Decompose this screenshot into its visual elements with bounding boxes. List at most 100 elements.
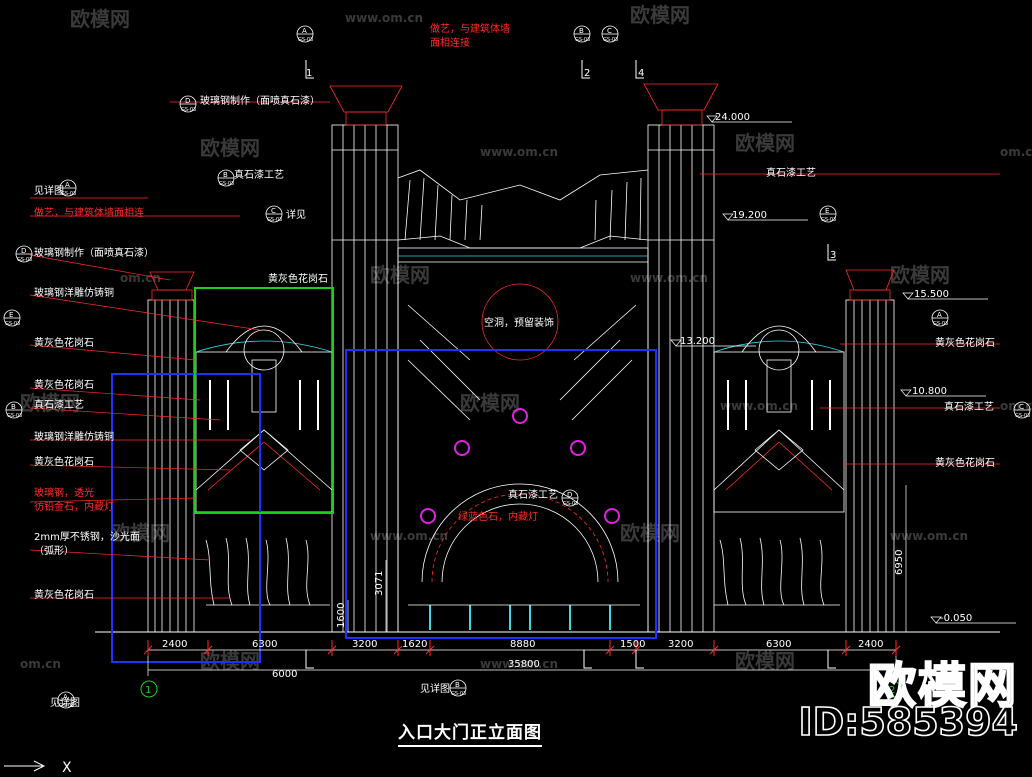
watermark-22: 欧模网 [735, 649, 795, 673]
right-wing [713, 325, 845, 606]
label-bottom-detail: 见详图 [420, 682, 450, 695]
left-small-pillar [147, 271, 195, 633]
axis-circle-2 [884, 680, 902, 698]
dim-0: 2400 [162, 639, 187, 650]
section-mark-1: 1 [306, 68, 312, 79]
detail-bubble-sheet-12: GS-03 [563, 501, 578, 507]
detail-bubble-letter-6: C [271, 207, 276, 215]
label-left-3: 玻璃钢制作（面喷真石漆） [34, 246, 154, 259]
sub-dim: 6000 [272, 669, 297, 680]
elev-1: 19.200 [732, 210, 767, 221]
elev-3: 13.200 [680, 336, 715, 347]
detail-bubble-sheet-3: GS-03 [181, 107, 196, 113]
label-left-6: 黄灰色花岗石 [34, 378, 94, 391]
detail-bubble-letter-10: B [11, 403, 16, 411]
detail-bubble-sheet-15: GS-03 [451, 691, 466, 697]
label-right-3: 黄灰色花岗石 [935, 456, 995, 469]
ucs-x-label: X [62, 760, 72, 776]
total-dim: 35800 [508, 659, 540, 670]
detail-bubble-letter-8: E [9, 311, 13, 319]
watermark-3: 欧模网 [200, 136, 260, 160]
label-left-12: 2mm厚不锈钢，沙光面 [34, 530, 140, 543]
detail-bubble-sheet-11: GS-03 [1015, 413, 1030, 419]
label-arch-red: 绿蓝色石，内藏灯 [458, 510, 538, 523]
elev-4: 10.800 [912, 386, 947, 397]
elevation-mark-1 [722, 213, 808, 221]
detail-bubble-sheet-1: GS-03 [575, 37, 590, 43]
label-left-13: （弧形） [34, 544, 74, 557]
label-left-14: 黄灰色花岗石 [34, 588, 94, 601]
elevation-mark-3 [670, 339, 756, 347]
watermark-12: 欧模网 [460, 391, 520, 415]
blue-outline-left [111, 373, 261, 663]
axis-2-label: 2 [889, 685, 895, 696]
watermark-6: om.cn [1000, 145, 1032, 159]
detail-bubble-letter-2: C [607, 27, 612, 35]
label-left-8: 玻璃钢洋雕仿铸铜 [34, 430, 114, 443]
section-mark-3: 3 [830, 250, 836, 261]
label-granite-left: 黄灰色花岗石 [268, 272, 328, 285]
watermark-1: www.om.cn [345, 11, 423, 25]
vdim-0: 6950 [894, 550, 905, 575]
detail-bubble-letter-11: C [1019, 403, 1024, 411]
ucs-arrow-icon [4, 760, 46, 772]
detail-bubble-sheet-13: GS-03 [821, 217, 836, 223]
label-right-0: 真石漆工艺 [766, 166, 816, 179]
dimension-tick-5 [605, 640, 615, 656]
watermark-9: www.om.cn [630, 271, 708, 285]
right-leader-lines [700, 173, 1000, 465]
detail-bubble-letter-1: B [579, 27, 584, 35]
detail-bubble-sheet-10: GS-03 [7, 413, 22, 419]
label-section-detail: 详见 [286, 208, 306, 221]
elev-5: -0.050 [940, 613, 972, 624]
detail-bubble-sheet-0: GS-03 [298, 37, 313, 43]
dim-3: 1620 [402, 639, 427, 650]
dimension-tick-8 [841, 640, 851, 656]
dimension-tick-7 [709, 640, 719, 656]
label-left-0: 玻璃钢制作（面喷真石漆） [200, 94, 320, 107]
section-mark-4: 4 [638, 68, 644, 79]
blue-outline-center [345, 349, 657, 639]
detail-bubble-sheet-8: GS-03 [5, 321, 20, 327]
elevation-mark-2 [902, 292, 988, 300]
label-circle-text: 空洞，预留装饰 [484, 316, 554, 329]
vdim-2: 1600 [336, 603, 347, 628]
watermark-16: www.om.cn [370, 529, 448, 543]
label-left-5: 黄灰色花岗石 [34, 336, 94, 349]
label-left-detail: 见详图 [50, 696, 80, 709]
axis-circle-1 [140, 680, 158, 698]
watermark-10: 欧模网 [890, 263, 950, 287]
brand-logo-text: 欧模网 [867, 657, 1018, 715]
watermark-layer: 欧模网www.om.cn欧模网欧模网www.om.cn欧模网om.cnom.cn… [20, 3, 1032, 673]
dimension-tick-9 [891, 640, 901, 656]
left-main-tower [329, 85, 403, 633]
left-wing [195, 325, 333, 606]
detail-bubble-sheet-14: GS-03 [59, 703, 74, 709]
watermark-19: om.cn [20, 657, 61, 671]
dim-7: 6300 [766, 639, 791, 650]
green-selection-box [194, 287, 334, 514]
watermark-2: 欧模网 [630, 3, 690, 27]
drawing-title: 入口大门正立面图 [398, 718, 542, 747]
elevation-mark-5 [930, 616, 1016, 624]
elev-2: 15.500 [914, 289, 949, 300]
dim-5: 1500 [620, 639, 645, 650]
watermark-4: www.om.cn [480, 145, 558, 159]
watermark-17: 欧模网 [620, 521, 680, 545]
detail-bubble-letter-13: E [825, 207, 829, 215]
detail-bubble-sheet-4: GS-03 [61, 191, 76, 197]
elevation-mark-0 [706, 115, 792, 123]
dimension-tick-3 [393, 640, 403, 656]
detail-bubble-sheet-6: GS-03 [267, 217, 282, 223]
brand-id-text: ID:585394 [798, 699, 1019, 745]
vdim-1: 3071 [374, 571, 385, 596]
detail-bubble-letter-3: D [185, 97, 190, 105]
watermark-13: www.om.cn [720, 399, 798, 413]
detail-bubble-sheet-5: GS-03 [219, 181, 234, 187]
detail-bubble-sheet-9: GS-03 [933, 321, 948, 327]
dimension-ticks [143, 640, 901, 656]
dim-4: 8880 [510, 639, 535, 650]
dimension-tick-0 [143, 640, 153, 656]
label-right-1: 黄灰色花岗石 [935, 336, 995, 349]
watermark-15: 欧模网 [110, 521, 170, 545]
